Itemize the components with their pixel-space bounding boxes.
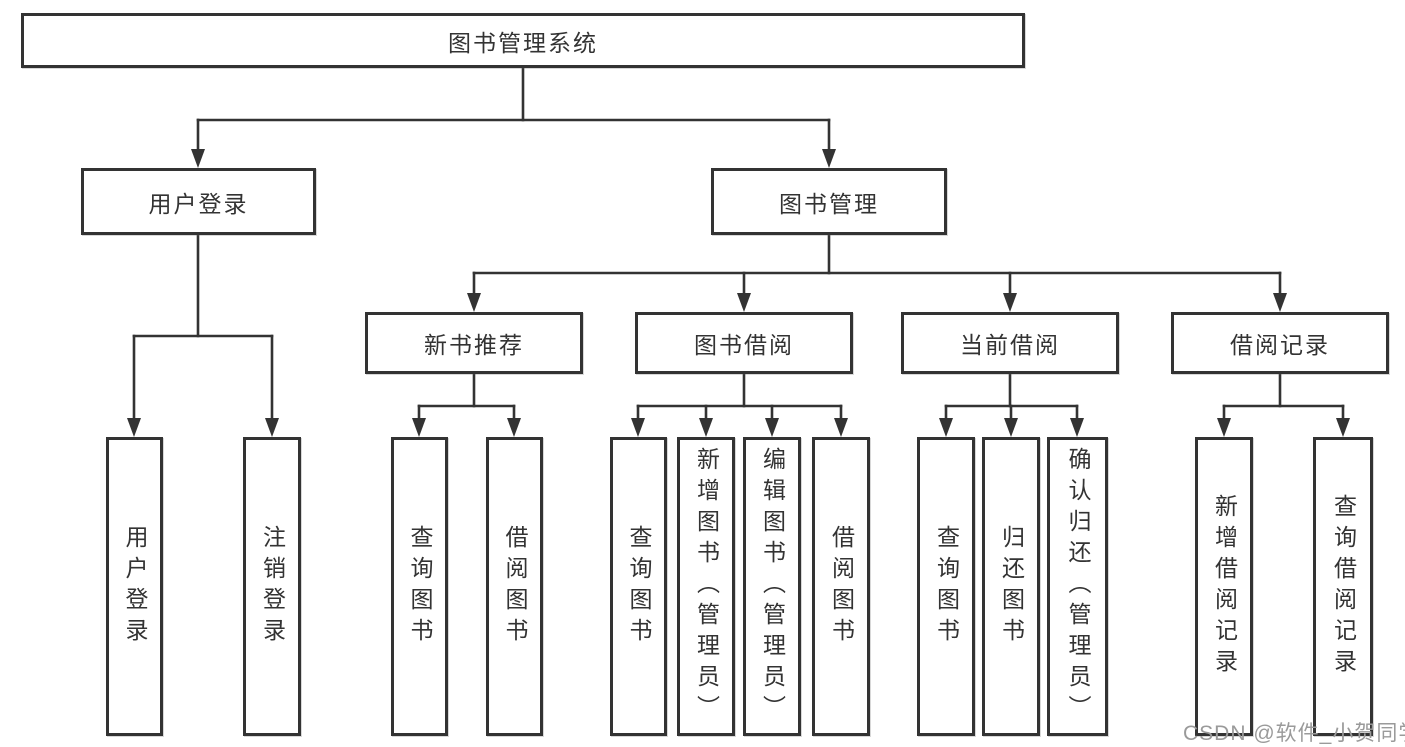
leaf-return-book: 归还图书 [982, 437, 1040, 736]
leaf-logout-label: 注销登录 [259, 524, 286, 649]
node-user-login-label: 用户登录 [148, 190, 249, 217]
leaf-user-login: 用户登录 [106, 437, 163, 736]
leaf-borrow-books-1-label: 借阅图书 [502, 524, 528, 649]
leaf-query-books-3: 查询图书 [917, 437, 975, 736]
node-root: 图书管理系统 [21, 13, 1025, 68]
node-book-management-label: 图书管理 [779, 190, 879, 217]
node-current-borrow: 当前借阅 [901, 312, 1119, 374]
node-borrow-records: 借阅记录 [1171, 312, 1389, 374]
leaf-query-books-1-label: 查询图书 [407, 524, 433, 649]
node-root-label: 图书管理系统 [448, 29, 598, 56]
leaf-query-borrow-record: 查询借阅记录 [1313, 437, 1373, 736]
leaf-query-borrow-record-label: 查询借阅记录 [1330, 493, 1357, 680]
leaf-return-book-label: 归还图书 [998, 524, 1025, 649]
leaf-query-books-2-label: 查询图书 [626, 524, 652, 649]
leaf-edit-book-admin-label: 编辑图书（管理员） [759, 447, 786, 726]
leaf-edit-book-admin: 编辑图书（管理员） [743, 437, 801, 736]
arrowheads [127, 149, 1350, 437]
csdn-watermark: CSDN @软件_小贺同学 [1183, 722, 1405, 745]
node-user-login: 用户登录 [81, 168, 316, 235]
leaf-confirm-return-admin: 确认归还（管理员） [1047, 437, 1108, 736]
node-book-management: 图书管理 [711, 168, 947, 235]
leaf-query-books-1: 查询图书 [391, 437, 448, 736]
node-new-book-recommend: 新书推荐 [365, 312, 583, 374]
node-new-book-recommend-label: 新书推荐 [424, 332, 524, 358]
node-book-borrow: 图书借阅 [635, 312, 853, 374]
leaf-add-book-admin: 新增图书（管理员） [677, 437, 735, 736]
leaf-borrow-books-2: 借阅图书 [812, 437, 870, 736]
leaf-query-books-3-label: 查询图书 [933, 524, 960, 649]
leaf-add-borrow-record-label: 新增借阅记录 [1211, 493, 1238, 680]
leaf-borrow-books-2-label: 借阅图书 [828, 524, 855, 649]
leaf-query-books-2: 查询图书 [610, 437, 667, 736]
leaf-user-login-label: 用户登录 [122, 524, 148, 649]
leaf-add-borrow-record: 新增借阅记录 [1195, 437, 1253, 736]
node-current-borrow-label: 当前借阅 [960, 332, 1060, 358]
node-borrow-records-label: 借阅记录 [1230, 332, 1330, 358]
leaf-borrow-books-1: 借阅图书 [486, 437, 543, 736]
leaf-confirm-return-admin-label: 确认归还（管理员） [1065, 447, 1091, 726]
node-book-borrow-label: 图书借阅 [694, 332, 794, 358]
leaf-add-book-admin-label: 新增图书（管理员） [693, 447, 720, 726]
leaf-logout: 注销登录 [243, 437, 301, 736]
